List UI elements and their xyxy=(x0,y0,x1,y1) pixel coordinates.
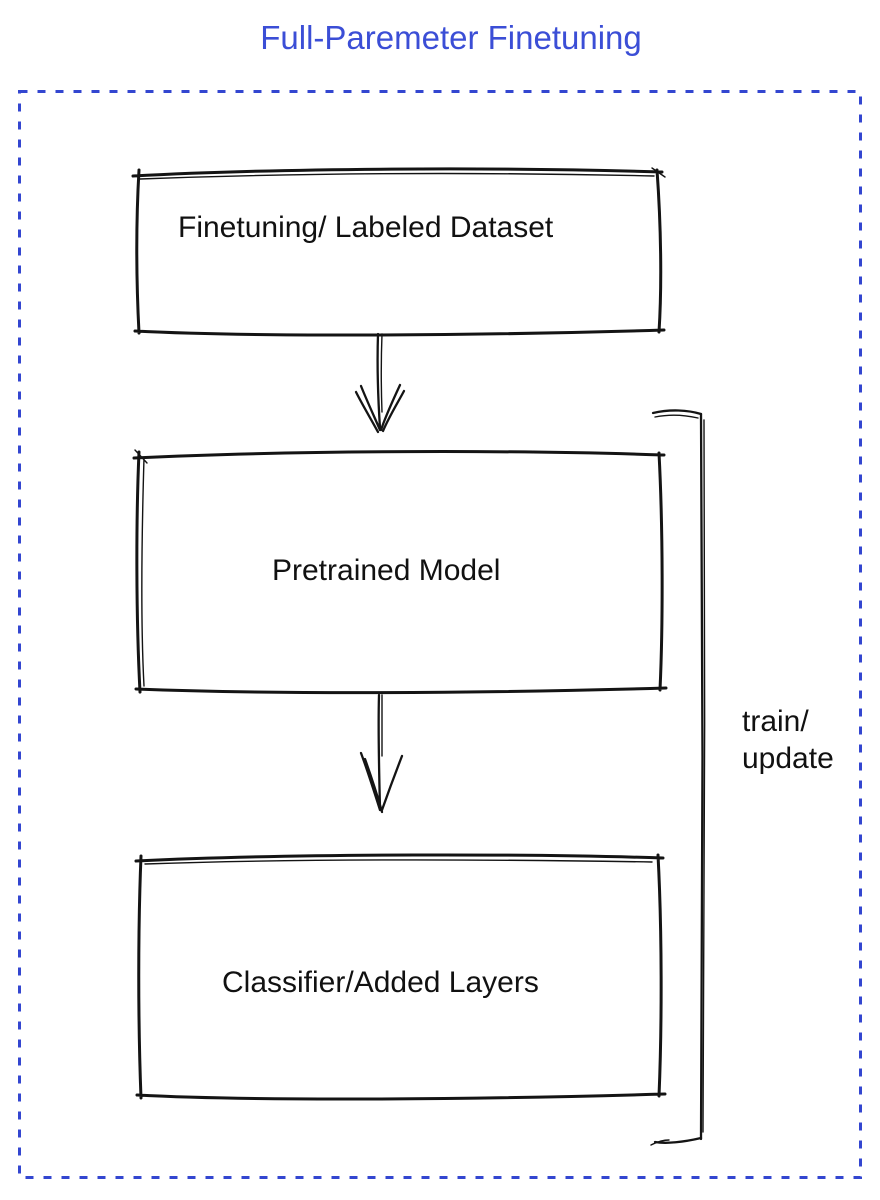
classifier-box-outline xyxy=(134,853,667,1101)
train-update-bracket xyxy=(650,409,706,1146)
dataset-box xyxy=(131,167,666,337)
train-update-label: train/ update xyxy=(742,705,834,775)
dataset-box-label: Finetuning/ Labeled Dataset xyxy=(178,211,554,244)
pretrained-box xyxy=(132,449,668,695)
dotted-frame xyxy=(18,90,862,1179)
arrow-pretrained-to-classifier xyxy=(359,693,404,814)
classifier-box-label: Classifier/Added Layers xyxy=(222,966,539,999)
dataset-box-outline xyxy=(131,167,666,337)
pretrained-box-outline xyxy=(132,450,668,695)
diagram-title: Full-Paremeter Finetuning xyxy=(260,19,642,56)
classifier-box-outline-second-pass xyxy=(144,859,653,865)
dataset-box-fill xyxy=(139,171,660,333)
dataset-box-outline-second-pass xyxy=(139,167,666,180)
pretrained-box-outline-second-pass xyxy=(134,449,148,687)
classifier-box xyxy=(134,853,667,1101)
arrow-dataset-to-pretrained xyxy=(354,332,406,434)
pretrained-box-label: Pretrained Model xyxy=(272,554,501,587)
